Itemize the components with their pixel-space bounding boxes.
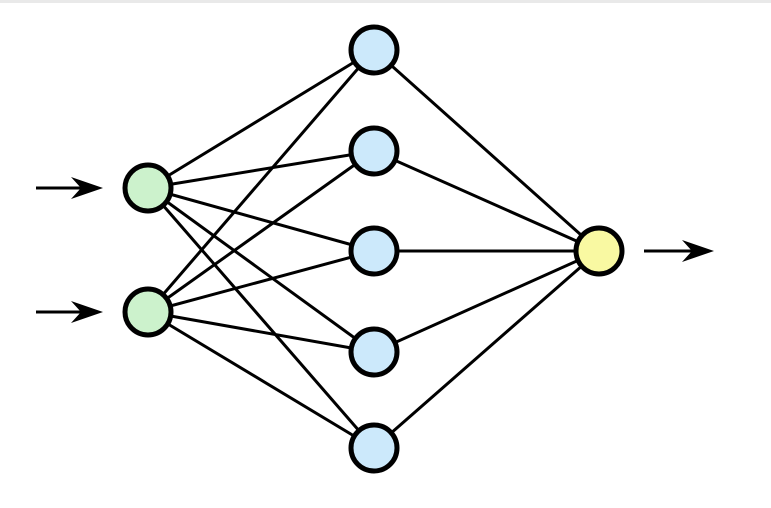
window-top-strip — [0, 0, 771, 3]
hidden-node-h1 — [348, 24, 400, 76]
input-arrow-1-head-icon — [71, 177, 103, 199]
hidden-node-h3 — [348, 225, 400, 277]
input-arrow-2-head-icon — [71, 301, 103, 323]
edge-i1-h2 — [147, 149, 375, 190]
edge-i2-h1 — [146, 49, 376, 313]
hidden-node-h2 — [348, 125, 400, 177]
edge-i2-h2 — [147, 149, 375, 314]
hidden-node-h4 — [348, 326, 400, 378]
edge-i2-h4 — [147, 310, 375, 354]
edge-i1-h3 — [147, 186, 375, 253]
edge-i2-h5 — [147, 310, 375, 450]
output-arrow-head-icon — [682, 240, 714, 262]
hidden-node-h5 — [348, 422, 400, 474]
edge-h2-o1 — [373, 149, 600, 253]
edge-h1-o1 — [373, 48, 600, 253]
edge-h5-o1 — [373, 249, 600, 450]
edge-i1-h5 — [146, 187, 376, 449]
input-node-i1 — [122, 162, 174, 214]
input-node-i2 — [122, 286, 174, 338]
edge-i1-h1 — [147, 48, 375, 190]
edge-h4-o1 — [373, 249, 600, 354]
edge-i1-h4 — [147, 186, 375, 354]
output-node-o1 — [573, 225, 625, 277]
edge-i2-h3 — [147, 249, 375, 314]
